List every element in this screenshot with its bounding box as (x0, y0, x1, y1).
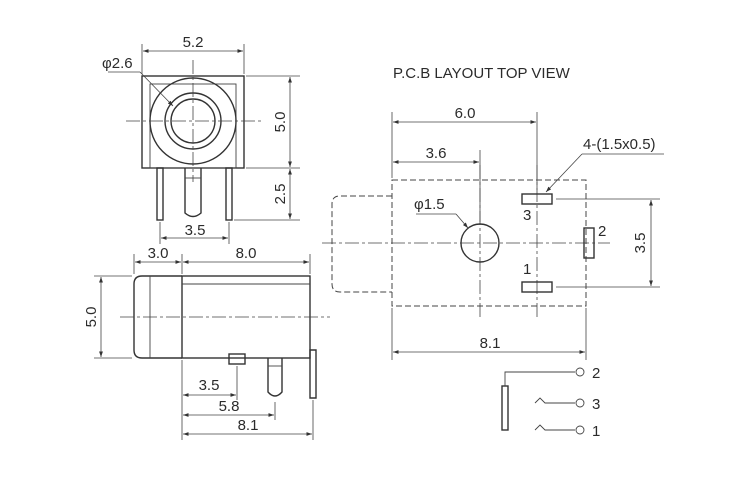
side-view: 3.0 8.0 5.0 3.5 5.8 8.1 (83, 245, 330, 440)
front-pin-right (225, 167, 233, 221)
pcb-pad-3 (521, 193, 553, 205)
schematic-terminal-2 (575, 367, 585, 377)
pcb-hole-offset-dim: 3.6 (426, 145, 447, 162)
pcb-pad-spacing-dim: 3.5 (632, 233, 649, 254)
pcb-pad-label-1: 1 (523, 261, 531, 278)
pcb-pad-2 (583, 227, 595, 259)
side-height-dim: 5.0 (83, 307, 100, 328)
side-pin1-dim: 3.5 (199, 377, 220, 394)
pcb-pad-label-2: 2 (598, 223, 606, 240)
pcb-length-dim: 8.1 (480, 335, 501, 352)
pcb-hole-dim: φ1.5 (414, 196, 445, 213)
front-bore-dim: φ2.6 (102, 55, 133, 72)
schematic-label-1: 1 (592, 423, 600, 440)
side-overall-dim: 8.1 (238, 417, 259, 434)
side-pin-middle (267, 358, 283, 397)
front-pin-left (156, 167, 164, 221)
pcb-nose-outline (331, 195, 392, 293)
side-pin2-dim: 5.8 (219, 398, 240, 415)
schematic: 2 3 1 (501, 365, 600, 440)
pcb-pad-label-3: 3 (523, 207, 531, 224)
pcb-title: P.C.B LAYOUT TOP VIEW (393, 65, 571, 82)
front-height-dim: 5.0 (272, 112, 289, 133)
pcb-pad-1 (521, 281, 553, 293)
front-pin-height-dim: 2.5 (272, 184, 289, 205)
schematic-label-2: 2 (592, 365, 600, 382)
side-pin-rear (309, 349, 317, 399)
side-boss (228, 353, 246, 365)
schematic-terminal-1 (575, 425, 585, 435)
pcb-pad-size-dim: 4-(1.5x0.5) (583, 136, 656, 153)
side-body-dim: 8.0 (236, 245, 257, 262)
side-nose-dim: 3.0 (148, 245, 169, 262)
pcb-hole (460, 223, 500, 263)
schematic-jack-sleeve (501, 385, 509, 431)
front-pin-spacing-dim: 3.5 (185, 222, 206, 239)
front-width-dim: 5.2 (183, 34, 204, 51)
pcb-width-dim: 6.0 (455, 105, 476, 122)
front-pin-center (184, 168, 202, 218)
schematic-terminal-3 (575, 398, 585, 408)
pcb-layout: P.C.B LAYOUT TOP VIEW 3 2 1 6.0 3.6 4-(1… (322, 65, 664, 360)
front-view: 5.2 φ2.6 5.0 2.5 3.5 (102, 34, 300, 244)
schematic-label-3: 3 (592, 396, 600, 413)
